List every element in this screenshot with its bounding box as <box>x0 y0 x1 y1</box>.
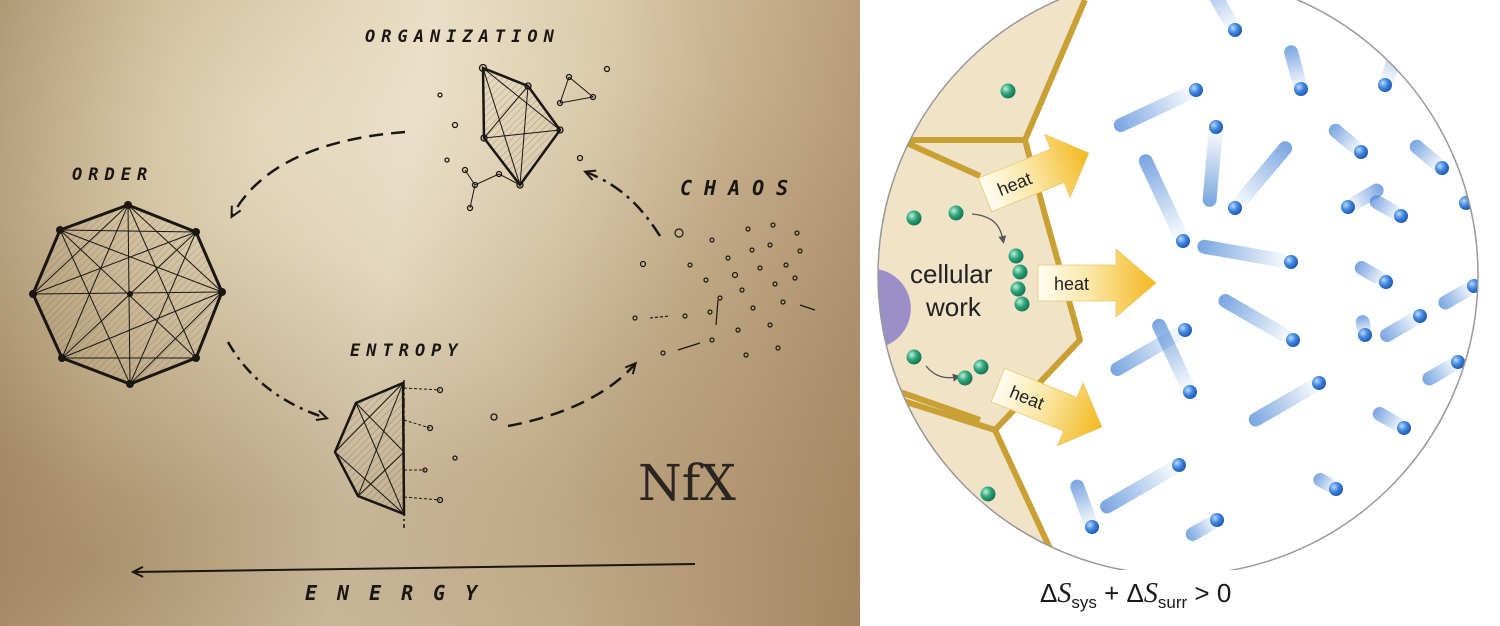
organization-to-order-arrow <box>230 130 406 219</box>
delta-sign-2: Δ <box>1126 578 1144 608</box>
cell-entropy-diagram: heat heat heat cellular work <box>877 0 1479 570</box>
greater-than-sign: > <box>1194 578 1210 608</box>
order-octagon <box>29 201 226 388</box>
order-label: ORDER <box>72 165 153 185</box>
entropy-equation: ΔSsys + ΔSsurr > 0 <box>1040 578 1300 613</box>
heat-arrow-middle: heat <box>1037 248 1157 318</box>
plus-sign: + <box>1104 578 1120 608</box>
zero: 0 <box>1216 578 1232 608</box>
entropy-symbol: S <box>1057 578 1072 609</box>
chaos-to-organization-arrow <box>582 169 662 237</box>
delta-sign: Δ <box>1040 578 1058 608</box>
organization-shape <box>437 63 611 212</box>
sys-subscript: sys <box>1071 593 1097 613</box>
nucleus <box>878 268 911 349</box>
heat-arrow-top: heat <box>977 133 1090 213</box>
organization-label: ORGANIZATION <box>365 27 560 47</box>
chaos-label: CHAOS <box>680 176 800 200</box>
entropy-to-chaos-arrow <box>507 361 638 428</box>
nfx-logo: NfX <box>638 454 736 512</box>
entropy-symbol-2: S <box>1143 578 1158 609</box>
heat-arrow-bottom: heat <box>990 367 1103 447</box>
heat-label-middle: heat <box>1054 274 1089 294</box>
order-to-entropy-arrow <box>226 341 330 422</box>
surroundings-molecules <box>1070 0 1478 541</box>
cellular-label: cellular <box>910 259 993 289</box>
surr-subscript: surr <box>1157 593 1188 613</box>
cycle-arrows <box>130 130 696 578</box>
work-label: work <box>925 292 982 322</box>
entropy-shape <box>333 380 498 528</box>
chaos-scatter <box>632 222 816 358</box>
system-boundary-circle <box>877 0 1479 570</box>
energy-label: ENERGY <box>305 581 497 605</box>
order-chaos-cycle-panel: ORGANIZATION ORDER CHAOS ENTROPY ENERGY … <box>0 0 860 626</box>
entropy-label: ENTROPY <box>350 341 464 361</box>
energy-arrow <box>130 563 696 578</box>
cycle-diagram: ORGANIZATION ORDER CHAOS ENTROPY ENERGY … <box>29 27 816 605</box>
cell-molecules <box>906 83 1030 502</box>
